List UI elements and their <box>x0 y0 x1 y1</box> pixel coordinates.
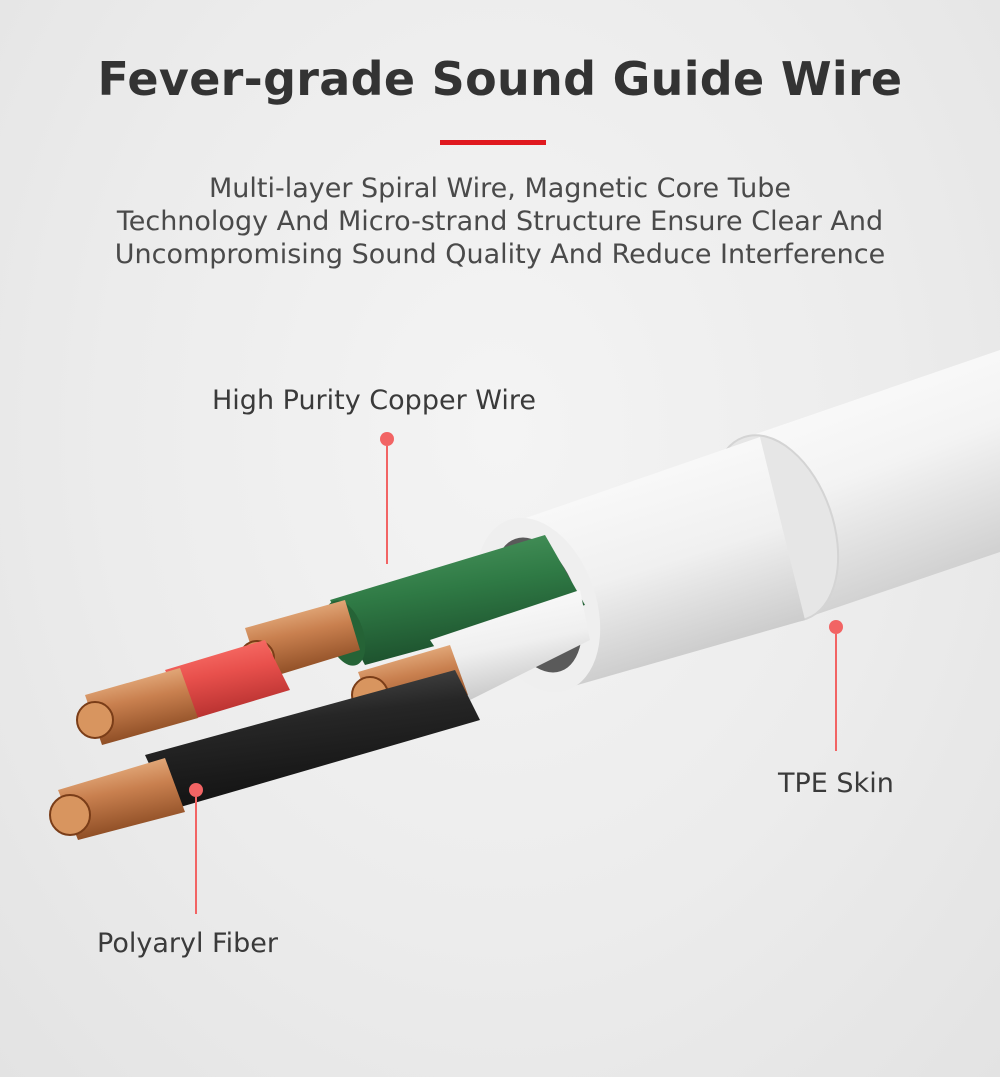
callout-fiber-label: Polyaryl Fiber <box>97 928 278 959</box>
callout-copper-marker <box>380 432 394 446</box>
subtitle-line-3: Uncompromising Sound Quality And Reduce … <box>114 239 886 270</box>
title-underline <box>440 140 546 145</box>
callout-fiber-leader <box>195 797 197 914</box>
callout-copper-label: High Purity Copper Wire <box>212 385 536 416</box>
black-wire <box>49 670 480 840</box>
callout-fiber-marker <box>189 783 203 797</box>
callout-copper-leader <box>386 446 388 564</box>
callout-skin-label: TPE Skin <box>778 768 894 799</box>
subtitle-line-1: Multi-layer Spiral Wire, Magnetic Core T… <box>208 173 791 204</box>
page-title: Fever-grade Sound Guide Wire <box>97 52 903 106</box>
subtitle-line-2: Technology And Micro-strand Structure En… <box>116 206 884 237</box>
red-wire <box>76 640 290 745</box>
cable-illustration <box>49 350 1000 840</box>
subtitle: Multi-layer Spiral Wire, Magnetic Core T… <box>0 172 1000 271</box>
callout-skin-leader <box>835 634 837 751</box>
callout-skin-marker <box>829 620 843 634</box>
